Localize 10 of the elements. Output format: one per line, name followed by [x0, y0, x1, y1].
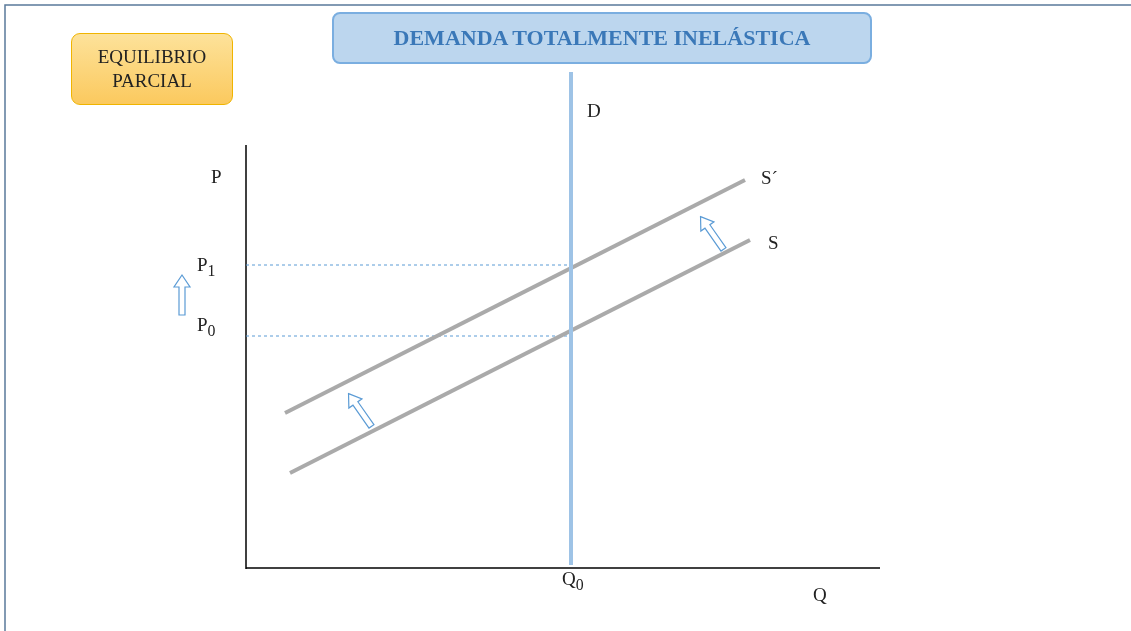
axis-label: P$_{1}$	[197, 254, 216, 280]
axis-label: P$_{0}$	[197, 314, 216, 340]
axis-label: Q	[813, 584, 827, 606]
curve-label: D	[587, 100, 601, 122]
axis-label: P	[211, 166, 222, 188]
title-banner: DEMANDA TOTALMENTE INELÁSTICA	[332, 12, 872, 64]
label-box: EQUILIBRIO PARCIAL	[71, 33, 233, 105]
axis-label: Q$_{0}$	[562, 568, 584, 594]
curve-label: S´	[761, 167, 778, 189]
curve-label: S	[768, 232, 779, 254]
